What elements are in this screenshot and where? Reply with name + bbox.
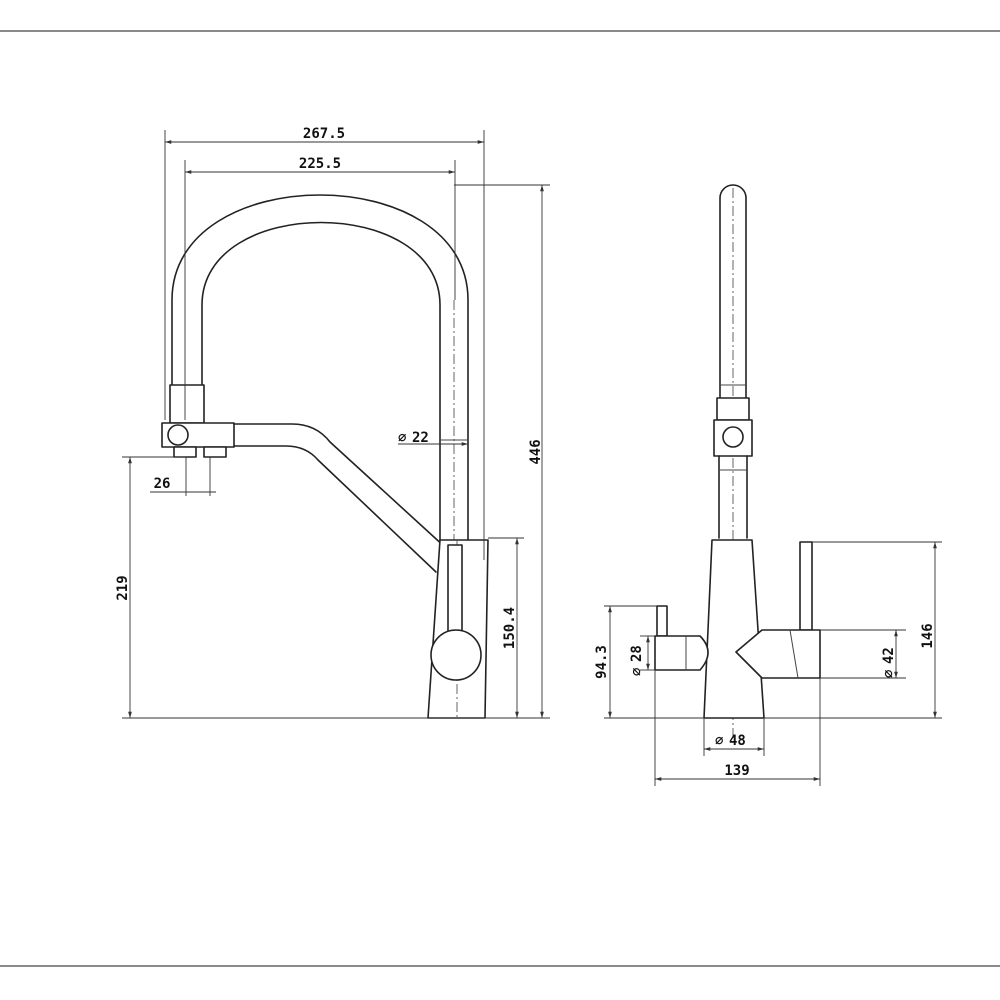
hot-handle — [735, 629, 821, 679]
side-handle-knob — [430, 629, 482, 681]
body-sleeve — [447, 544, 463, 636]
dim-base-diameter: 48 — [729, 733, 746, 749]
side-dimensions: 267.5 225.5 446 ∅ 22 26 219 150.4 — [115, 126, 550, 719]
cold-lever — [656, 605, 668, 637]
dim-body-height: 150.4 — [502, 607, 518, 649]
filter-spout-arm — [233, 423, 447, 573]
dim-overall-width: 139 — [724, 763, 749, 779]
front-view — [654, 184, 821, 740]
gooseneck-tube — [171, 194, 469, 546]
dim-spout-clearance: 219 — [115, 575, 131, 600]
front-body — [703, 539, 765, 719]
front-spray-button — [722, 426, 744, 448]
spray-head-collar — [169, 384, 205, 424]
dim-base-diameter-symbol: ∅ — [715, 733, 724, 749]
front-dimensions: 94.3 ∅ 28 ∅ 42 146 ∅ 48 139 — [594, 541, 942, 786]
spray-nozzle-right — [203, 446, 227, 458]
dim-hot-diameter: 42 — [881, 647, 897, 664]
dim-cold-diameter: 28 — [629, 645, 645, 662]
side-view — [161, 194, 489, 719]
dim-overall-reach: 267.5 — [303, 126, 345, 142]
spray-head-button — [167, 424, 189, 446]
dim-spout-reach: 225.5 — [299, 156, 341, 172]
dim-cold-diameter-symbol: ∅ — [629, 667, 645, 676]
front-spout — [719, 184, 747, 399]
gooseneck-tube-inner — [201, 221, 441, 546]
front-collar — [716, 397, 750, 421]
hot-lever — [799, 541, 813, 631]
cold-handle — [654, 635, 709, 671]
dim-hot-diameter-symbol: ∅ — [881, 669, 897, 678]
front-spray-head — [713, 419, 753, 457]
dim-spout-diameter-symbol: ∅ — [398, 430, 407, 446]
spray-head — [161, 422, 235, 448]
dim-total-height: 446 — [528, 439, 544, 464]
dim-spray-offset: 26 — [154, 476, 171, 492]
spray-nozzle-left — [173, 446, 197, 458]
dim-spout-diameter: 22 — [412, 430, 429, 446]
dim-cold-handle-height: 94.3 — [594, 645, 610, 679]
dim-hot-handle-height: 146 — [920, 623, 936, 648]
